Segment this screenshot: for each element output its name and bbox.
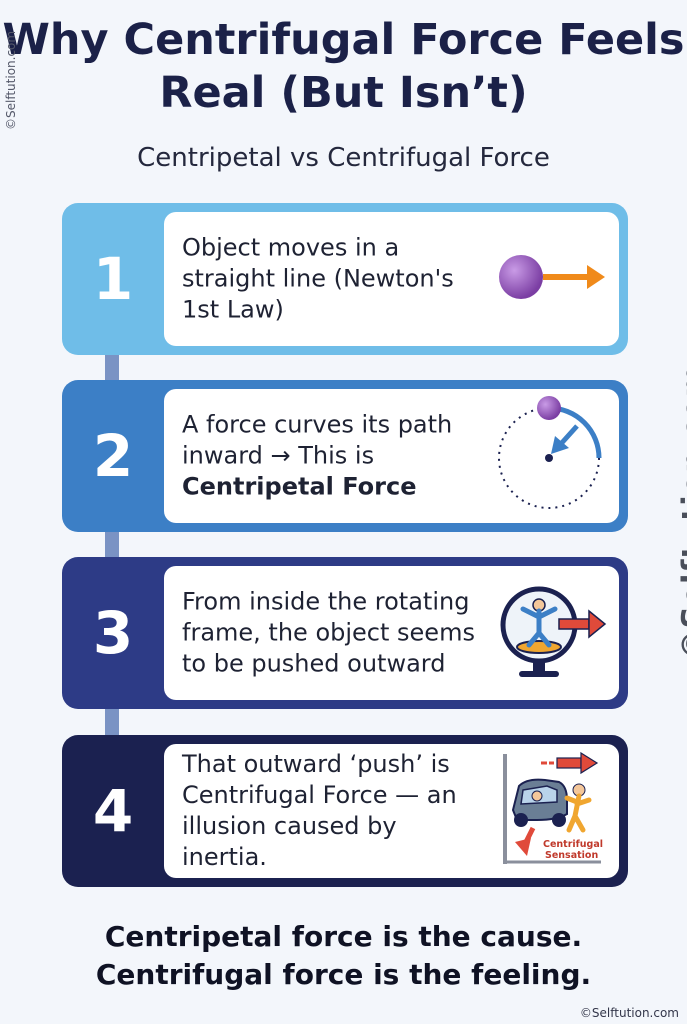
car-turn-icon: Centrifugal Sensation (497, 750, 609, 872)
step-number: 3 (92, 599, 134, 667)
step-panel: From inside the rotating frame, the obje… (164, 566, 619, 700)
footer-line-2: Centrifugal force is the feeling. (95, 958, 592, 991)
watermark-left: ©Selftution.com (4, 30, 18, 130)
step-text-bold: Centripetal Force (182, 472, 417, 501)
step-card-2: 2 A force curves its path inward → This … (62, 380, 628, 532)
step-text-plain: A force curves its path inward → This is (182, 410, 453, 470)
person-rotor-icon (497, 581, 609, 685)
step-panel: That outward ‘push’ is Centrifugal Force… (164, 744, 619, 878)
page-title: Why Centrifugal Force Feels Real (But Is… (2, 15, 685, 118)
footer-line-1: Centripetal force is the cause. (104, 920, 583, 953)
page-subtitle: Centripetal vs Centrifugal Force (137, 143, 550, 173)
step-card-1: 1 Object moves in a straight line (Newto… (62, 203, 628, 355)
step-panel: Object moves in a straight line (Newton'… (164, 212, 619, 346)
svg-text:Sensation: Sensation (545, 850, 598, 861)
step-number: 2 (92, 422, 134, 490)
step-number: 1 (92, 245, 134, 313)
footer-credit: ©Selftution.com (579, 1006, 679, 1020)
step-text: From inside the rotating frame, the obje… (182, 587, 475, 678)
step-text: Object moves in a straight line (Newton'… (182, 233, 454, 324)
svg-text:Centrifugal: Centrifugal (543, 839, 603, 850)
ball-arrow-icon (489, 237, 609, 321)
step-text: A force curves its path inward → This is… (182, 410, 482, 503)
step-panel: A force curves its path inward → This is… (164, 389, 619, 523)
circular-path-icon (489, 392, 609, 520)
step-card-3: 3 From inside the rotating frame, the ob… (62, 557, 628, 709)
step-number: 4 (92, 777, 134, 845)
watermark-right: ©Selftution.com (676, 364, 687, 660)
footer-summary: Centripetal force is the cause. Centrifu… (0, 918, 687, 994)
step-card-4: 4 That outward ‘push’ is Centrifugal For… (62, 735, 628, 887)
step-text: That outward ‘push’ is Centrifugal Force… (182, 750, 457, 871)
